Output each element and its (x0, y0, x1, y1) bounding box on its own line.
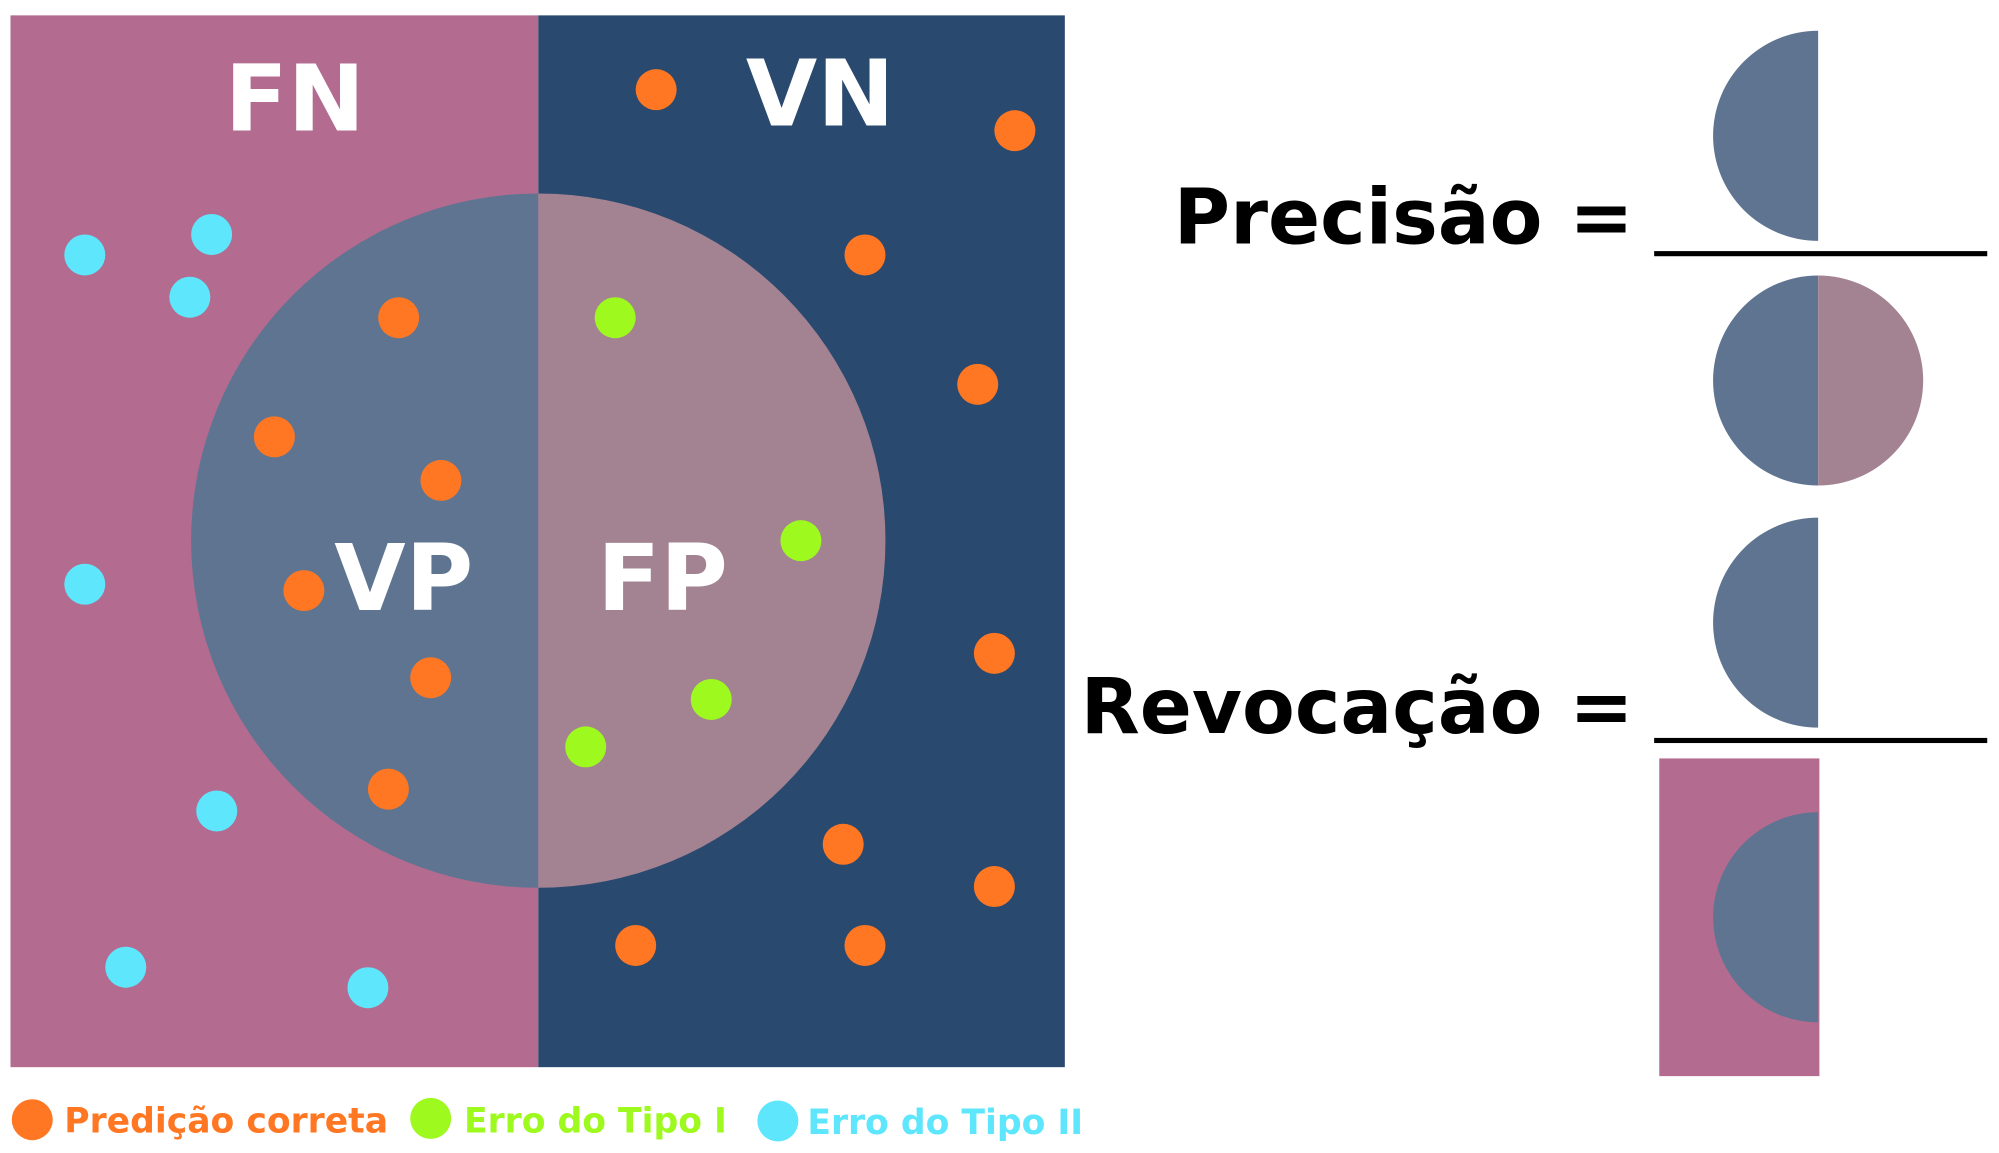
label-fn: FN (225, 45, 365, 153)
dot-type1 (780, 520, 822, 562)
dot-correct (822, 823, 864, 865)
dot-correct (283, 570, 325, 612)
precision-denominator-tp (1713, 275, 1819, 486)
dot-correct (973, 632, 1015, 674)
precision-numerator-tp (1713, 30, 1819, 241)
dot-type2 (196, 790, 238, 832)
dot-type1 (565, 726, 607, 768)
legend-type2-marker (757, 1100, 799, 1142)
dot-correct (844, 234, 886, 276)
dot-correct (378, 297, 420, 339)
dot-type2 (191, 213, 233, 255)
dot-correct (367, 768, 409, 810)
label-fp: FP (597, 524, 728, 632)
legend-correct-marker (11, 1099, 53, 1141)
dot-type2 (64, 563, 106, 605)
recall-denominator-tp (1713, 812, 1819, 1023)
legend-type1-label: Erro do Tipo I (464, 1102, 727, 1142)
legend-correct-label: Predição correta (64, 1102, 388, 1142)
dot-correct (994, 110, 1036, 152)
dot-type2 (347, 967, 389, 1009)
dot-correct (957, 363, 999, 405)
dot-correct (635, 69, 677, 111)
dot-correct (420, 459, 462, 501)
legend-type2-label: Erro do Tipo II (807, 1103, 1083, 1143)
recall-fraction-bar (1654, 737, 1988, 744)
recall-numerator-tp (1713, 517, 1819, 728)
true-positive-region (191, 193, 539, 888)
dot-correct (615, 924, 657, 966)
dot-type2 (169, 276, 211, 318)
legend: Predição correta Erro do Tipo I Erro do … (11, 1097, 1083, 1143)
dot-type2 (105, 946, 147, 988)
label-vp: VP (334, 524, 473, 632)
dot-type1 (690, 678, 732, 720)
precision-label: Precisão = (1174, 173, 1634, 262)
dot-correct (410, 657, 452, 699)
dot-type2 (64, 234, 106, 276)
precision-denominator-fp (1818, 275, 1924, 486)
dot-correct (844, 924, 886, 966)
sample-dots (64, 69, 1036, 1009)
dot-type1 (594, 297, 636, 339)
legend-type1-marker (410, 1097, 452, 1139)
dot-correct (973, 866, 1015, 908)
false-positive-region (538, 193, 886, 888)
precision-fraction-bar (1654, 251, 1988, 257)
dot-correct (253, 416, 295, 458)
label-vn: VN (746, 40, 895, 148)
recall-label: Revocação = (1081, 663, 1634, 752)
